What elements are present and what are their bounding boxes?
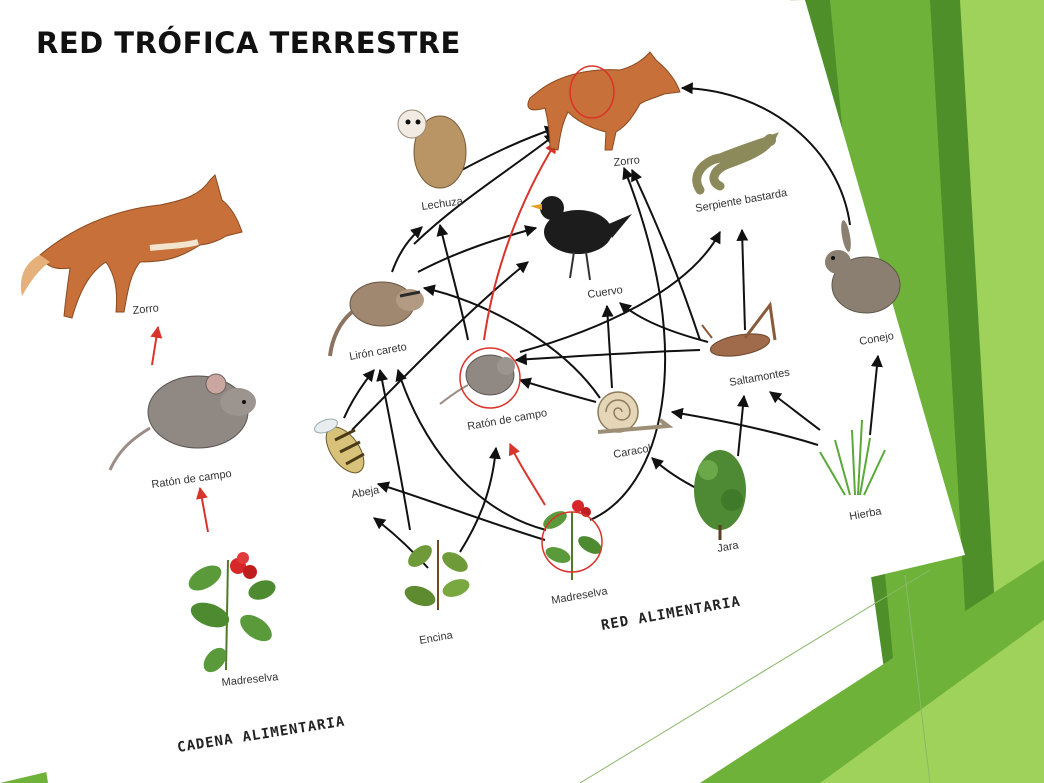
web-fox-illustration [528, 52, 680, 150]
bee-illustration [313, 416, 372, 479]
snake-illustration [697, 134, 776, 190]
arrow-raton-lechuza [440, 225, 468, 340]
owl-illustration [398, 110, 466, 188]
web-label-zorro: Zorro [613, 154, 640, 169]
arrow-hierba-caracol [672, 412, 818, 445]
chain-honeysuckle-illustration [184, 552, 278, 677]
food-web: Zorro Lechuza Serpiente bastarda [313, 52, 900, 647]
web-label-jara: Jara [716, 539, 740, 555]
red-arrow-madreselva-raton [510, 444, 545, 505]
web-label-abeja: Abeja [350, 484, 381, 501]
crow-illustration [530, 196, 632, 280]
web-mouse-illustration [440, 348, 520, 408]
arrow-saltamontes-raton [516, 350, 700, 360]
chain-label-madreselva: Madreselva [221, 671, 280, 689]
chain-label-raton: Ratón de campo [151, 468, 233, 491]
web-label-liron: Lirón careto [348, 341, 407, 363]
web-label-raton: Ratón de campo [466, 407, 548, 433]
arrow-encina-liron [380, 370, 410, 530]
chain-heading: CADENA ALIMENTARIA [176, 714, 346, 756]
chain-mouse-illustration [110, 374, 256, 470]
arrow-saltamontes-serpiente [742, 230, 745, 330]
web-label-lechuza: Lechuza [421, 195, 465, 213]
arrow-liron-lechuza [392, 227, 422, 272]
web-label-conejo: Conejo [858, 330, 894, 348]
dormouse-illustration [330, 282, 424, 356]
arrow-serpiente-zorro [632, 170, 700, 340]
arrow-madreselva-abeja [378, 484, 545, 540]
web-label-hierba: Hierba [848, 505, 883, 523]
rabbit-illustration [825, 220, 900, 313]
grass-illustration [820, 420, 885, 495]
arrow-encina-raton [460, 448, 496, 552]
grasshopper-illustration [702, 305, 775, 360]
arrow-cuervo-zorro-side [520, 276, 600, 290]
arrow-madreselva-liron [398, 370, 546, 530]
chain-arrow-raton-zorro [152, 327, 158, 365]
web-label-serpiente: Serpiente bastarda [694, 187, 788, 215]
rockrose-illustration [694, 450, 746, 540]
chain-arrow-madreselva-raton [200, 488, 208, 532]
arrow-hierba-conejo [870, 356, 878, 435]
web-heading: RED ALIMENTARIA [600, 594, 742, 634]
arrow-caracol-raton [520, 380, 596, 402]
web-label-encina: Encina [418, 629, 454, 647]
web-label-madreselva: Madreselva [550, 585, 609, 607]
web-honeysuckle-illustration [540, 500, 605, 580]
arrow-liron-cuervo [418, 228, 536, 272]
snail-illustration [598, 392, 668, 432]
food-chain: Zorro Ratón de campo [21, 175, 346, 756]
chain-fox-illustration [21, 175, 242, 318]
chain-label-zorro: Zorro [132, 302, 159, 317]
arrow-jara-caracol [652, 458, 700, 490]
arrow-hierba-saltamontes [770, 392, 820, 430]
web-label-saltamontes: Saltamontes [728, 366, 791, 389]
web-label-cuervo: Cuervo [587, 284, 624, 301]
